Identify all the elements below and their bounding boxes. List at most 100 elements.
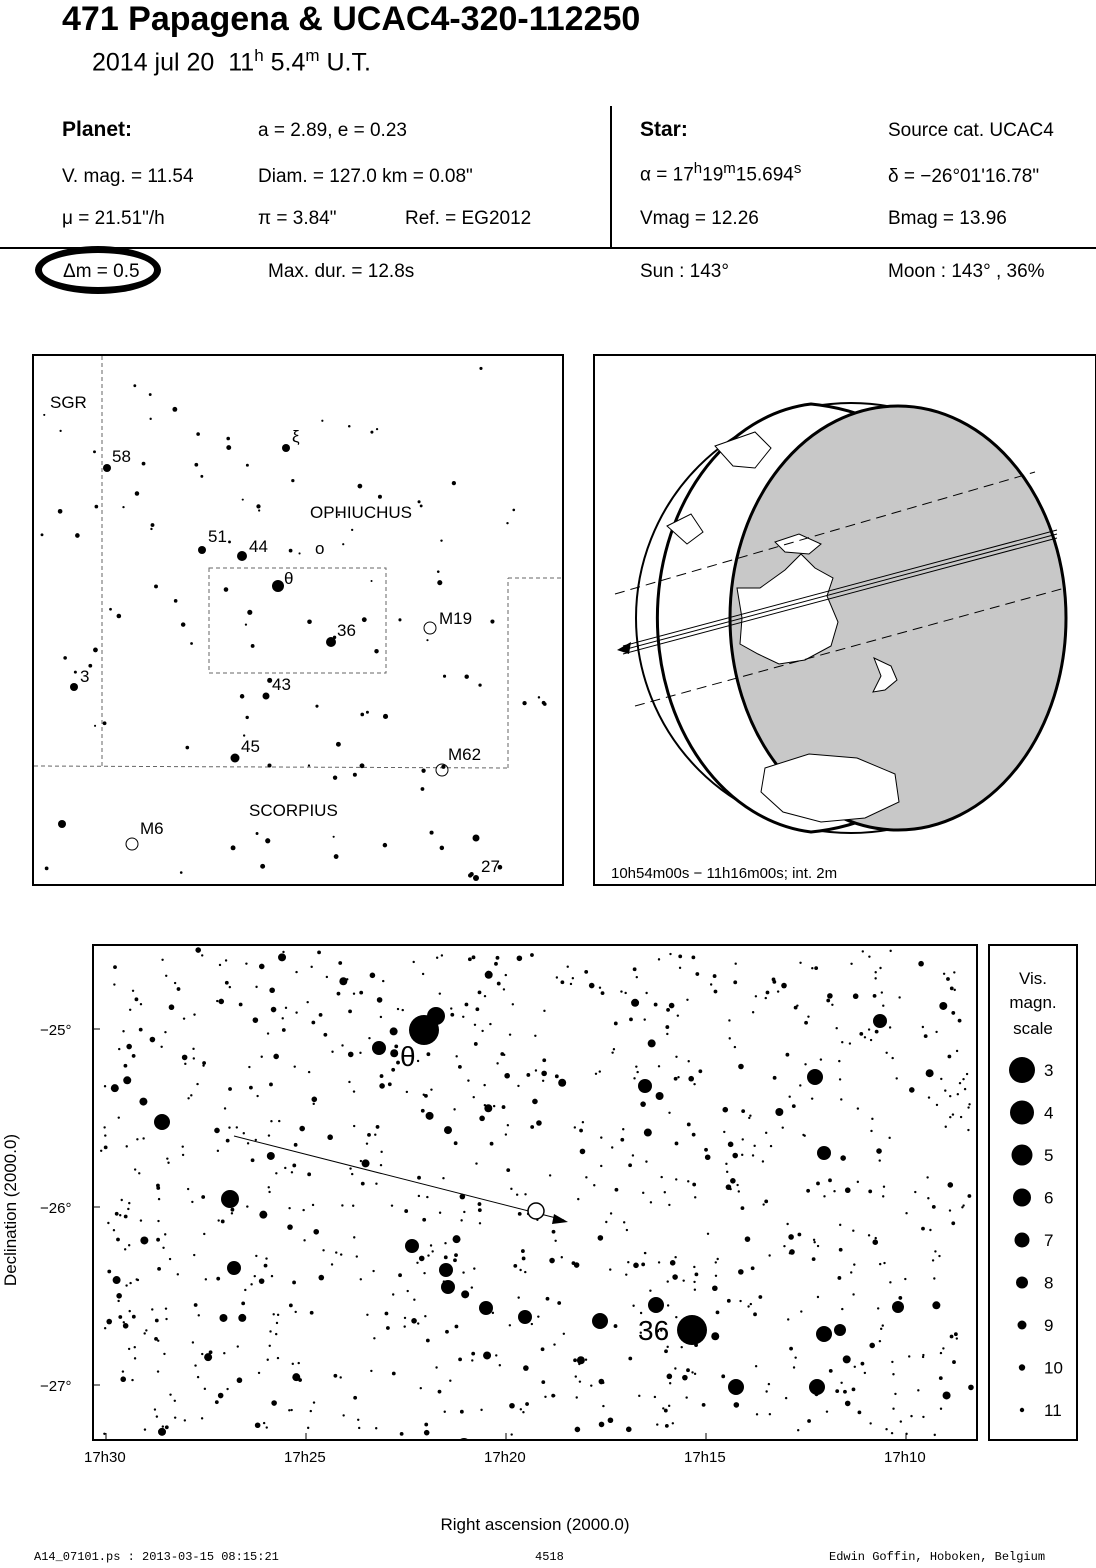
chart-star: [417, 1322, 420, 1325]
chart-star: [668, 1203, 671, 1207]
chart-star: [949, 1115, 952, 1119]
chart-star: [558, 1078, 567, 1087]
chart-star: [128, 1309, 131, 1313]
chart-star: [641, 1262, 646, 1267]
chart-star: [785, 1052, 790, 1057]
chart-star: [510, 1187, 513, 1191]
legend-magnitude-label: 10: [1044, 1359, 1063, 1378]
chart-star: [359, 990, 364, 995]
chart-star: [631, 998, 640, 1007]
chart-star: [882, 1195, 885, 1198]
finder-star: [88, 663, 93, 668]
chart-star: [204, 1353, 213, 1362]
chart-star: [725, 1170, 729, 1174]
chart-star: [764, 1131, 768, 1135]
chart-star: [506, 1124, 510, 1127]
chart-star: [156, 1186, 161, 1190]
chart-star: [947, 1182, 954, 1188]
finder-star: [226, 445, 232, 451]
chart-star: [520, 1249, 525, 1253]
chart-star: [201, 954, 204, 957]
chart-star: [668, 1382, 672, 1385]
chart-star: [103, 1126, 106, 1129]
chart-star: [771, 977, 776, 982]
chart-star: [892, 1373, 895, 1376]
antarctica-land: [760, 753, 900, 823]
chart-star: [868, 955, 871, 958]
chart-star: [242, 1132, 245, 1135]
chart-star: [747, 1305, 750, 1308]
chart-star: [202, 1061, 206, 1065]
chart-star: [926, 1176, 929, 1179]
star-label-36: 36: [337, 621, 356, 640]
chart-star: [947, 1054, 952, 1059]
chart-star: [727, 1141, 734, 1148]
chart-star: [501, 1105, 506, 1109]
chart-star: [504, 1133, 508, 1136]
chart-star: [217, 1392, 224, 1399]
chart-star: [216, 999, 219, 1003]
chart-star: [151, 1308, 154, 1311]
chart-star: [740, 1206, 745, 1211]
chart-star: [931, 1259, 935, 1262]
chart-star: [852, 1293, 855, 1296]
chart-star: [669, 952, 672, 956]
chart-star: [269, 987, 275, 994]
star-bmag: Bmag = 13.96: [888, 208, 1007, 229]
chart-star: [127, 1207, 130, 1211]
chart-star: [885, 1428, 888, 1431]
chart-star: [751, 1011, 755, 1014]
chart-star: [693, 1372, 697, 1376]
chart-star: [470, 1286, 474, 1289]
chart-star: [806, 1188, 811, 1193]
chart-star: [633, 1077, 636, 1080]
chart-star: [484, 1104, 493, 1113]
chart-star: [438, 992, 442, 995]
chart-star: [442, 1177, 445, 1180]
chart-star: [372, 1041, 386, 1055]
occultation-path: [622, 529, 1058, 655]
chart-star: [156, 1237, 160, 1242]
chart-star: [814, 1392, 819, 1397]
chart-star: [139, 1003, 143, 1006]
chart-star: [852, 993, 859, 1000]
chart-star: [959, 1115, 963, 1119]
chart-star: [789, 1249, 795, 1255]
chart-star: [816, 1326, 832, 1342]
finder-star: [398, 618, 402, 622]
chart-star: [693, 1082, 696, 1086]
chart-star: [579, 1128, 583, 1133]
legend-title-line-1: Vis.: [1019, 969, 1047, 988]
chart-star: [530, 953, 534, 957]
chart-star: [182, 1017, 186, 1020]
chart-star: [157, 1219, 160, 1223]
chart-star: [263, 1263, 268, 1268]
chart-star: [181, 1145, 184, 1148]
chart-star: [838, 1059, 841, 1063]
chart-star: [889, 949, 892, 953]
shadow-direction-arrow: [617, 642, 631, 654]
chart-star: [113, 983, 116, 986]
chart-star: [874, 971, 877, 974]
chart-star: [353, 1395, 358, 1400]
chart-star: [430, 1088, 433, 1091]
chart-star: [925, 1069, 934, 1078]
chart-star: [157, 1266, 161, 1271]
chart-star: [844, 1187, 851, 1194]
finder-star: [307, 619, 312, 625]
chart-star: [169, 1393, 172, 1396]
finder-star: [180, 622, 186, 627]
finder-star: [239, 694, 245, 699]
star-label-45: 45: [241, 737, 260, 756]
chart-star: [839, 1223, 842, 1227]
chart-star: [767, 1382, 771, 1386]
chart-star: [859, 1031, 864, 1036]
chart-star: [643, 1251, 647, 1255]
finder-star: [228, 540, 231, 544]
finder-star: [237, 551, 247, 561]
finder-star: [70, 683, 78, 691]
chart-star: [723, 1130, 726, 1134]
chart-star: [495, 1354, 498, 1357]
finder-star: [272, 580, 284, 592]
finder-star: [370, 579, 373, 582]
